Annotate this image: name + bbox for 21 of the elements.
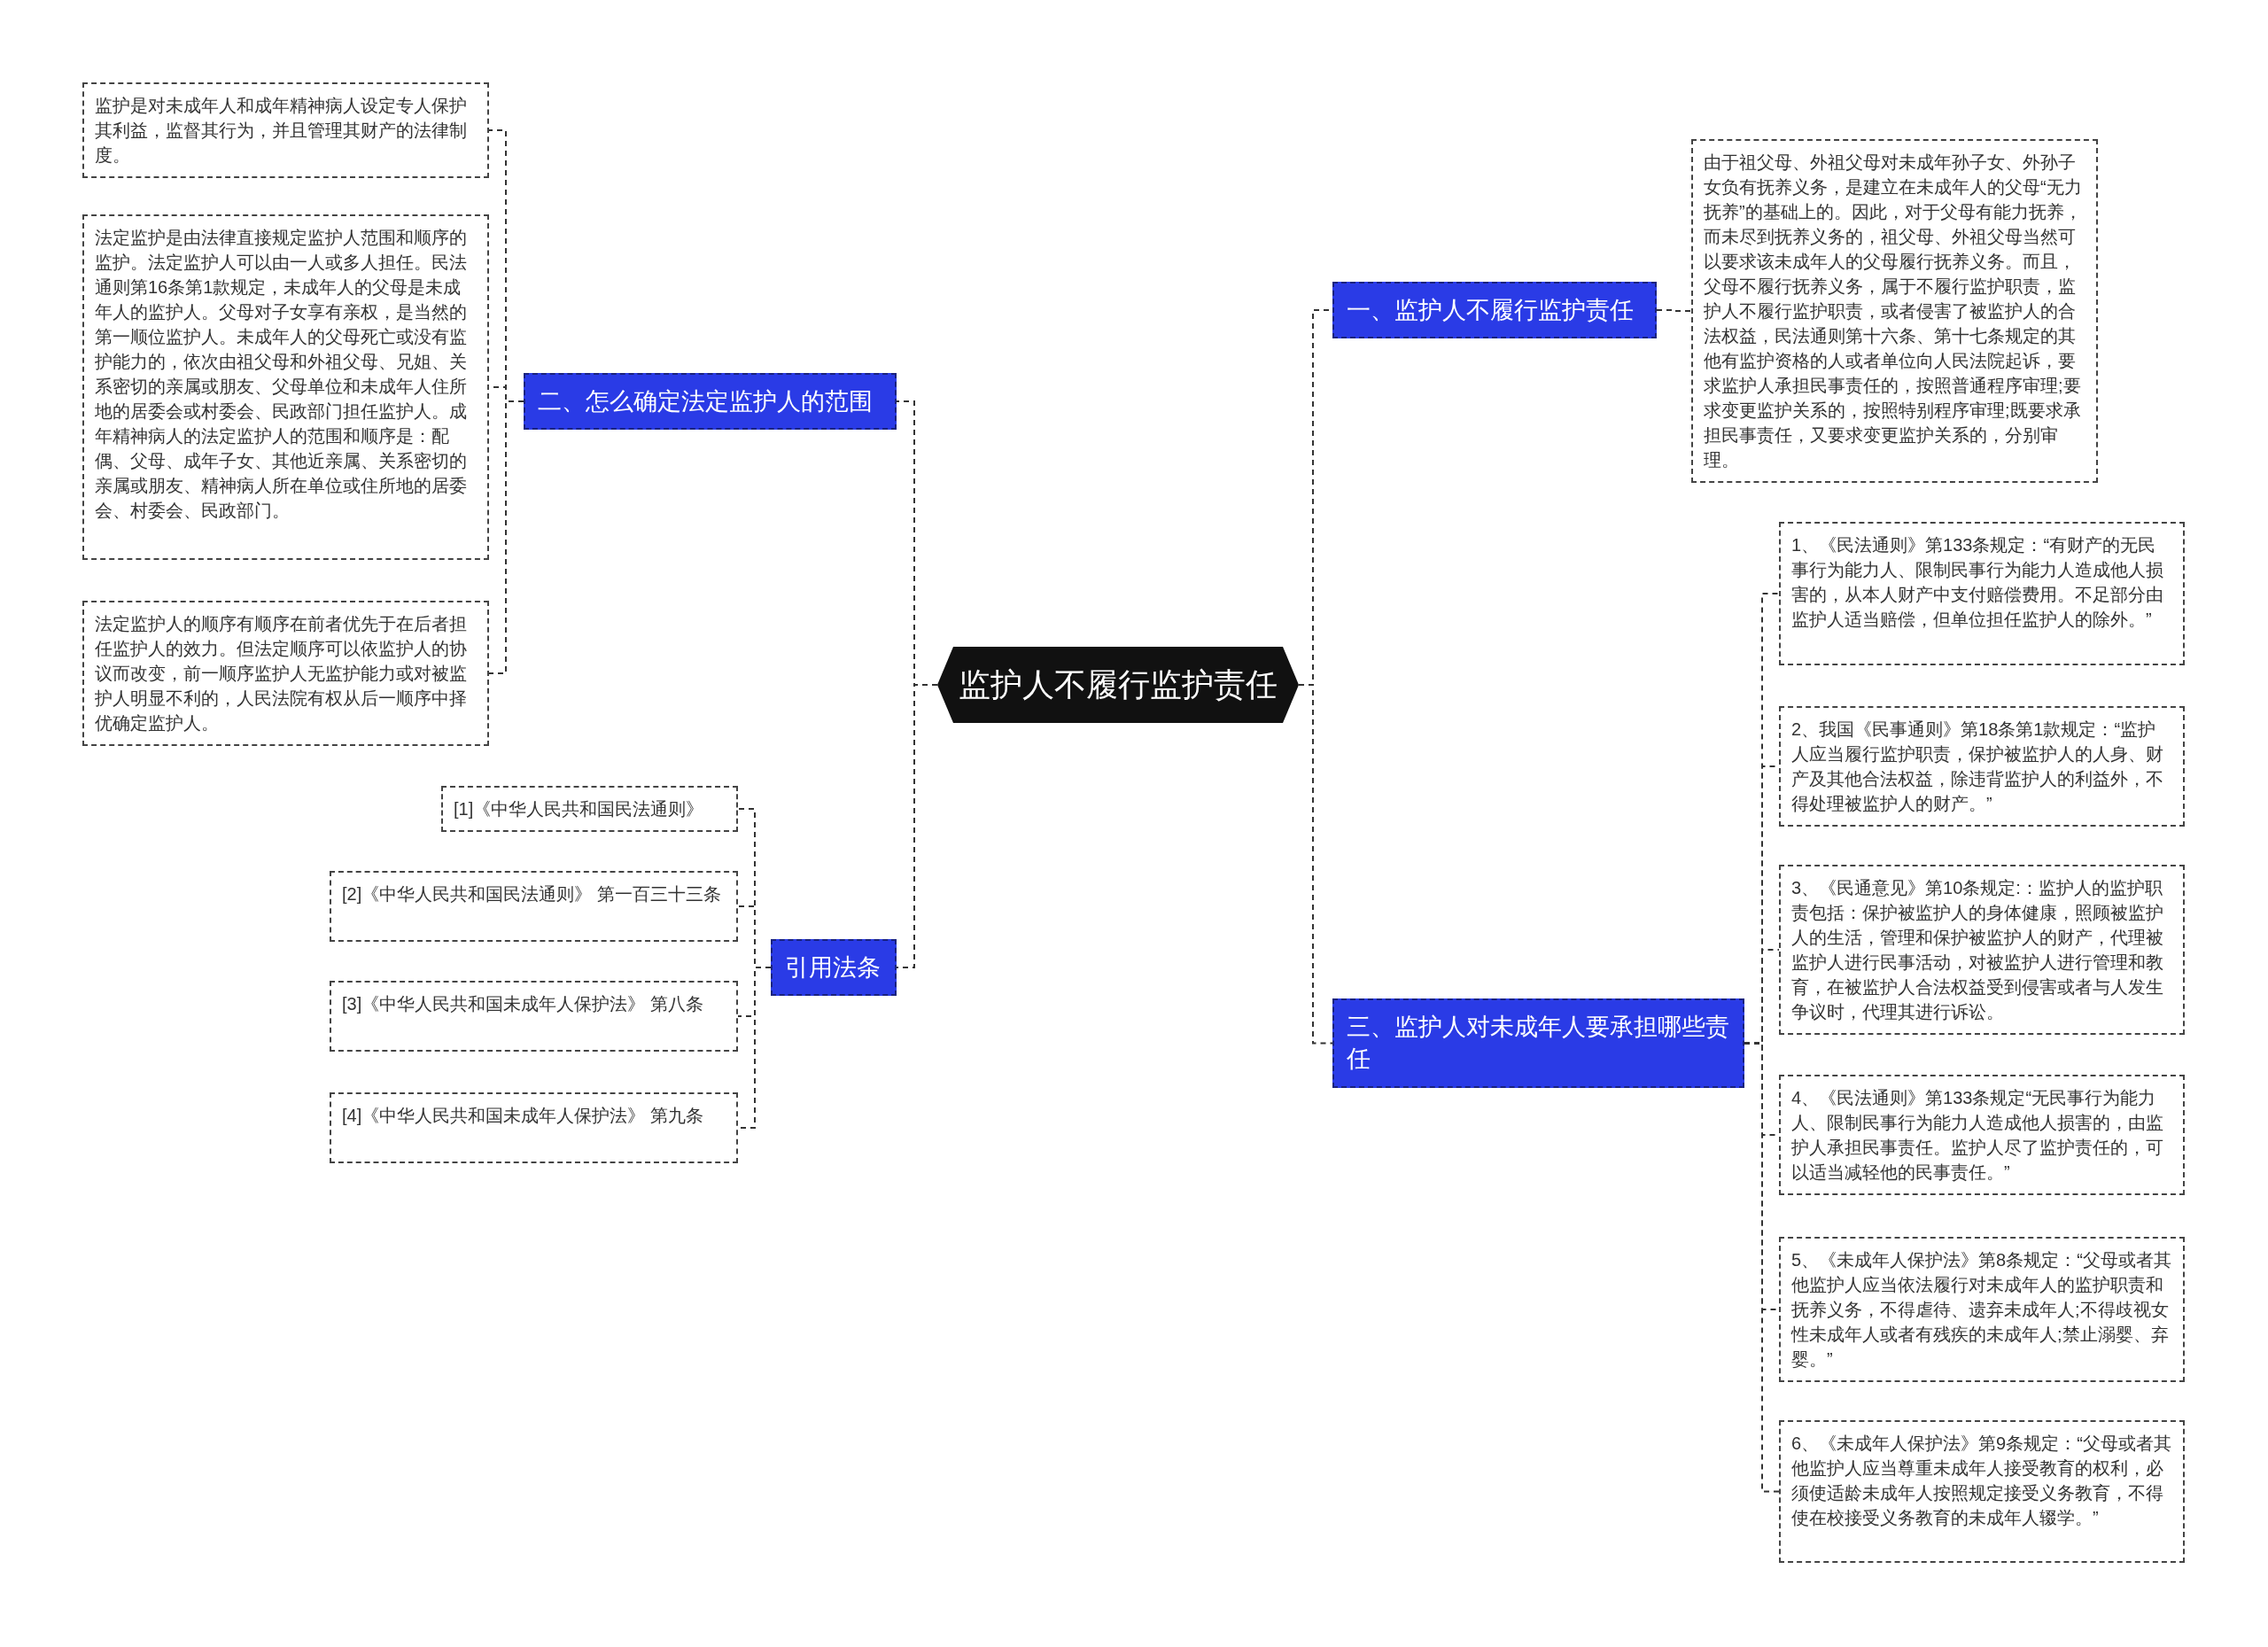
topic-box: 一、监护人不履行监护责任 (1332, 282, 1657, 338)
topic-box: 三、监护人对未成年人要承担哪些责任 (1332, 998, 1744, 1088)
note-box: [1]《中华人民共和国民法通则》 (441, 786, 738, 832)
note-box: [2]《中华人民共和国民法通则》 第一百三十三条 (330, 871, 738, 942)
note-box: 3、《民通意见》第10条规定:：监护人的监护职责包括：保护被监护人的身体健康，照顾被监护人的生活，管理和保护被监护人的财产，代理被监护人进行民事活动，对被监护人进行管理和教育，在被监护人合法权益受到侵害或者与人发生争议时，代理其进行诉讼。 (1779, 865, 2185, 1035)
note-box: 4、《民法通则》第133条规定“无民事行为能力人、限制民事行为能力人造成他人损害的，由监护人承担民事责任。监护人尽了监护责任的，可以适当减轻他的民事责任。” (1779, 1075, 2185, 1195)
connector-line (1656, 309, 1692, 312)
note-box: 5、《未成年人保护法》第8条规定：“父母或者其他监护人应当依法履行对未成年人的监护职责和抚养义务，不得虐待、遗弃未成年人;不得歧视女性未成年人或者有残疾的未成年人;禁止溺婴、弃婴。” (1779, 1237, 2185, 1382)
note-box: 2、我国《民事通则》第18条第1款规定：“监护人应当履行监护职责，保护被监护人的人身、财产及其他合法权益，除违背监护人的利益外，不得处理被监护人的财产。” (1779, 706, 2185, 827)
topic-box: 引用法条 (771, 939, 897, 996)
connector-line (488, 400, 524, 674)
topic-box: 二、怎么确定法定监护人的范围 (524, 373, 897, 430)
note-box: 法定监护人的顺序有顺序在前者优先于在后者担任监护人的效力。但法定顺序可以依监护人的协议而改变，前一顺序监护人无监护能力或对被监护人明显不利的，人民法院有权从后一顺序中择优确定监护人。 (82, 601, 489, 746)
note-box: 1、《民法通则》第133条规定：“有财产的无民事行为能力人、限制民事行为能力人造成他人损害的，从本人财产中支付赔偿费用。不足部分由监护人适当赔偿，但单位担任监护人的除外。” (1779, 522, 2185, 665)
note-box: 6、《未成年人保护法》第9条规定：“父母或者其他监护人应当尊重未成年人接受教育的权利，必须使适龄未成年人按照规定接受义务教育，不得使在校接受义务教育的未成年人辍学。” (1779, 1420, 2185, 1563)
note-box: 法定监护是由法律直接规定监护人范围和顺序的监护。法定监护人可以由一人或多人担任。民法通则第16条第1款规定，未成年人的父母是未成年人的监护人。父母对子女享有亲权，是当然的第一顺位监护人。未成年人的父母死亡或没有监护能力的，依次由祖父母和外祖父母、兄姐、关系密切的亲属或朋友、父母单位和未成年人住所地的居委会或村委会、民政部门担任监护人。成年精神病人的法定监护人的范围和顺序是：配偶、父母、成年子女、其他近亲属、关系密切的亲属或朋友、精神病人所在单位或住所地的居委会、村委会、民政部门。 (82, 214, 489, 560)
note-box: 监护是对未成年人和成年精神病人设定专人保护其利益，监督其行为，并且管理其财产的法律制度。 (82, 82, 489, 178)
root-node: 监护人不履行监护责任 (937, 647, 1299, 723)
note-box: [3]《中华人民共和国未成年人保护法》 第八条 (330, 981, 738, 1052)
note-box: [4]《中华人民共和国未成年人保护法》 第九条 (330, 1092, 738, 1163)
note-box: 由于祖父母、外祖父母对未成年孙子女、外孙子女负有抚养义务，是建立在未成年人的父母“无力抚养”的基础上的。因此，对于父母有能力抚养，而未尽到抚养义务的，祖父母、外祖父母当然可以要求该未成年人的父母履行抚养义务。而且，父母不履行抚养义务，属于不履行监护职责，监护人不履行监护职责，或者侵害了被监护人的合法权益，民法通则第十六条、第十七条规定的其他有监护资格的人或者单位向人民法院起诉，要求监护人承担民事责任的，按照普通程序审理;要求变更监护关系的，按照特别程序审理;既要求承担民事责任，又要求变更监护关系的，分别审理。 (1691, 139, 2098, 483)
